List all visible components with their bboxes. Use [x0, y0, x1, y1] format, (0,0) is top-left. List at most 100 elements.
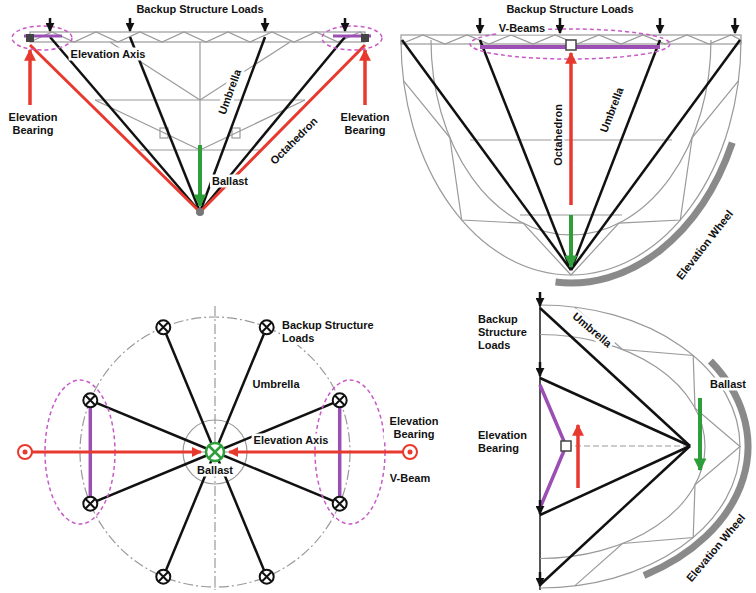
load-arrow	[344, 18, 347, 31]
load-point-symbol	[260, 570, 274, 584]
truss-grey	[30, 32, 365, 42]
load-point-symbol	[156, 320, 170, 334]
part-label: Elevation Bearing	[335, 111, 395, 137]
part-label: Elevation Bearing	[3, 111, 63, 137]
umbrella-members	[50, 37, 200, 212]
truss-grey	[232, 128, 240, 138]
part-label: Backup Structure Loads	[476, 313, 536, 352]
v-beam-end	[24, 35, 371, 38]
load-arrow	[539, 292, 542, 586]
umbrella-members	[200, 37, 265, 212]
load-arrow	[539, 292, 542, 306]
part-label: Backup Structure Loads	[504, 3, 635, 16]
ballast-arrow	[698, 398, 702, 470]
reaction-arrow	[363, 50, 367, 105]
load-point-symbol	[335, 395, 345, 405]
load-point-symbol	[333, 497, 347, 511]
part-label: Umbrella	[215, 66, 245, 118]
umbrella-members	[215, 400, 340, 452]
part-label: Elevation Axis	[252, 434, 331, 447]
umbrella-members	[402, 40, 571, 270]
part-label: Elevation Wheel	[673, 206, 738, 284]
part-label: V-Beam	[388, 472, 432, 485]
load-arrow	[50, 18, 345, 31]
truss-grey	[30, 32, 365, 42]
umbrella-members	[571, 40, 660, 270]
part-label: Ballast	[210, 175, 250, 188]
umbrella-members	[90, 452, 215, 504]
load-point-symbol	[83, 497, 97, 511]
umbrella-members	[50, 37, 345, 212]
ballast-symbol	[206, 443, 224, 461]
highlight-ellipse	[12, 26, 72, 50]
umbrella-members	[130, 37, 200, 212]
load-point-symbol	[83, 497, 97, 511]
front-view	[12, 18, 382, 216]
part-label: Octahedron	[266, 113, 322, 169]
reaction-arrow	[28, 50, 32, 105]
load-point-symbol	[158, 572, 168, 582]
load-point-symbol	[333, 393, 347, 407]
part-label: Backup Structure Loads	[134, 3, 265, 16]
umbrella-members	[480, 40, 571, 270]
ballast-symbol	[206, 443, 224, 461]
load-point-symbol	[260, 570, 274, 584]
load-arrow	[479, 18, 482, 33]
load-point-symbol	[83, 393, 97, 407]
part-label: Backup Structure Loads	[280, 319, 380, 345]
part-label: Umbrella	[250, 378, 301, 391]
truss-grey	[540, 335, 705, 559]
bearing-dot	[408, 450, 413, 455]
bearing-symbol	[18, 445, 32, 459]
load-point-symbol	[260, 320, 274, 334]
load-point-symbol	[335, 499, 345, 509]
load-point-symbol	[262, 322, 272, 332]
load-arrow	[264, 18, 267, 31]
umbrella-members	[540, 446, 690, 585]
elevation-axis-line	[32, 451, 201, 454]
bearing-symbol	[18, 445, 417, 459]
elevation-wheel	[644, 361, 748, 576]
part-label: Elevation Wheel	[683, 510, 750, 586]
load-point-symbol	[83, 393, 97, 407]
ballast-arrow	[198, 145, 202, 206]
load-arrow	[539, 572, 542, 586]
load-arrow	[659, 18, 662, 33]
umbrella-members	[540, 308, 690, 446]
truss-grey	[566, 445, 690, 446]
load-point-symbol	[158, 322, 168, 332]
load-arrow	[539, 362, 542, 376]
umbrella-members	[402, 40, 740, 270]
ballast-symbol	[209, 446, 221, 458]
plan-view	[18, 306, 417, 590]
part-label: V-Beams	[497, 22, 547, 35]
bearing-dot	[23, 450, 413, 455]
bearing-block	[361, 34, 369, 42]
part-label: Elevation Axis	[69, 48, 148, 61]
reaction-arrow	[569, 53, 573, 205]
axis-box	[566, 40, 576, 50]
part-label: Umbrella	[568, 309, 615, 352]
load-point-symbol	[156, 570, 170, 584]
load-point-symbol	[156, 570, 170, 584]
load-point-symbol	[85, 499, 95, 509]
side-view	[401, 18, 741, 283]
load-point-symbol	[333, 497, 347, 511]
part-label: Ballast	[195, 464, 235, 477]
bearing-block	[561, 441, 571, 451]
load-point-symbol	[83, 320, 346, 583]
load-point-symbol	[262, 572, 272, 582]
apex-node	[196, 208, 204, 216]
truss-grey	[30, 32, 365, 205]
truss-grey	[401, 35, 741, 275]
load-arrow	[734, 18, 737, 33]
load-point-symbol	[156, 320, 170, 334]
load-arrow	[559, 18, 562, 33]
ballast-arrow	[569, 215, 573, 267]
part-label: Ballast	[708, 378, 748, 391]
dish-surface	[539, 300, 541, 590]
umbrella-members	[163, 327, 215, 452]
